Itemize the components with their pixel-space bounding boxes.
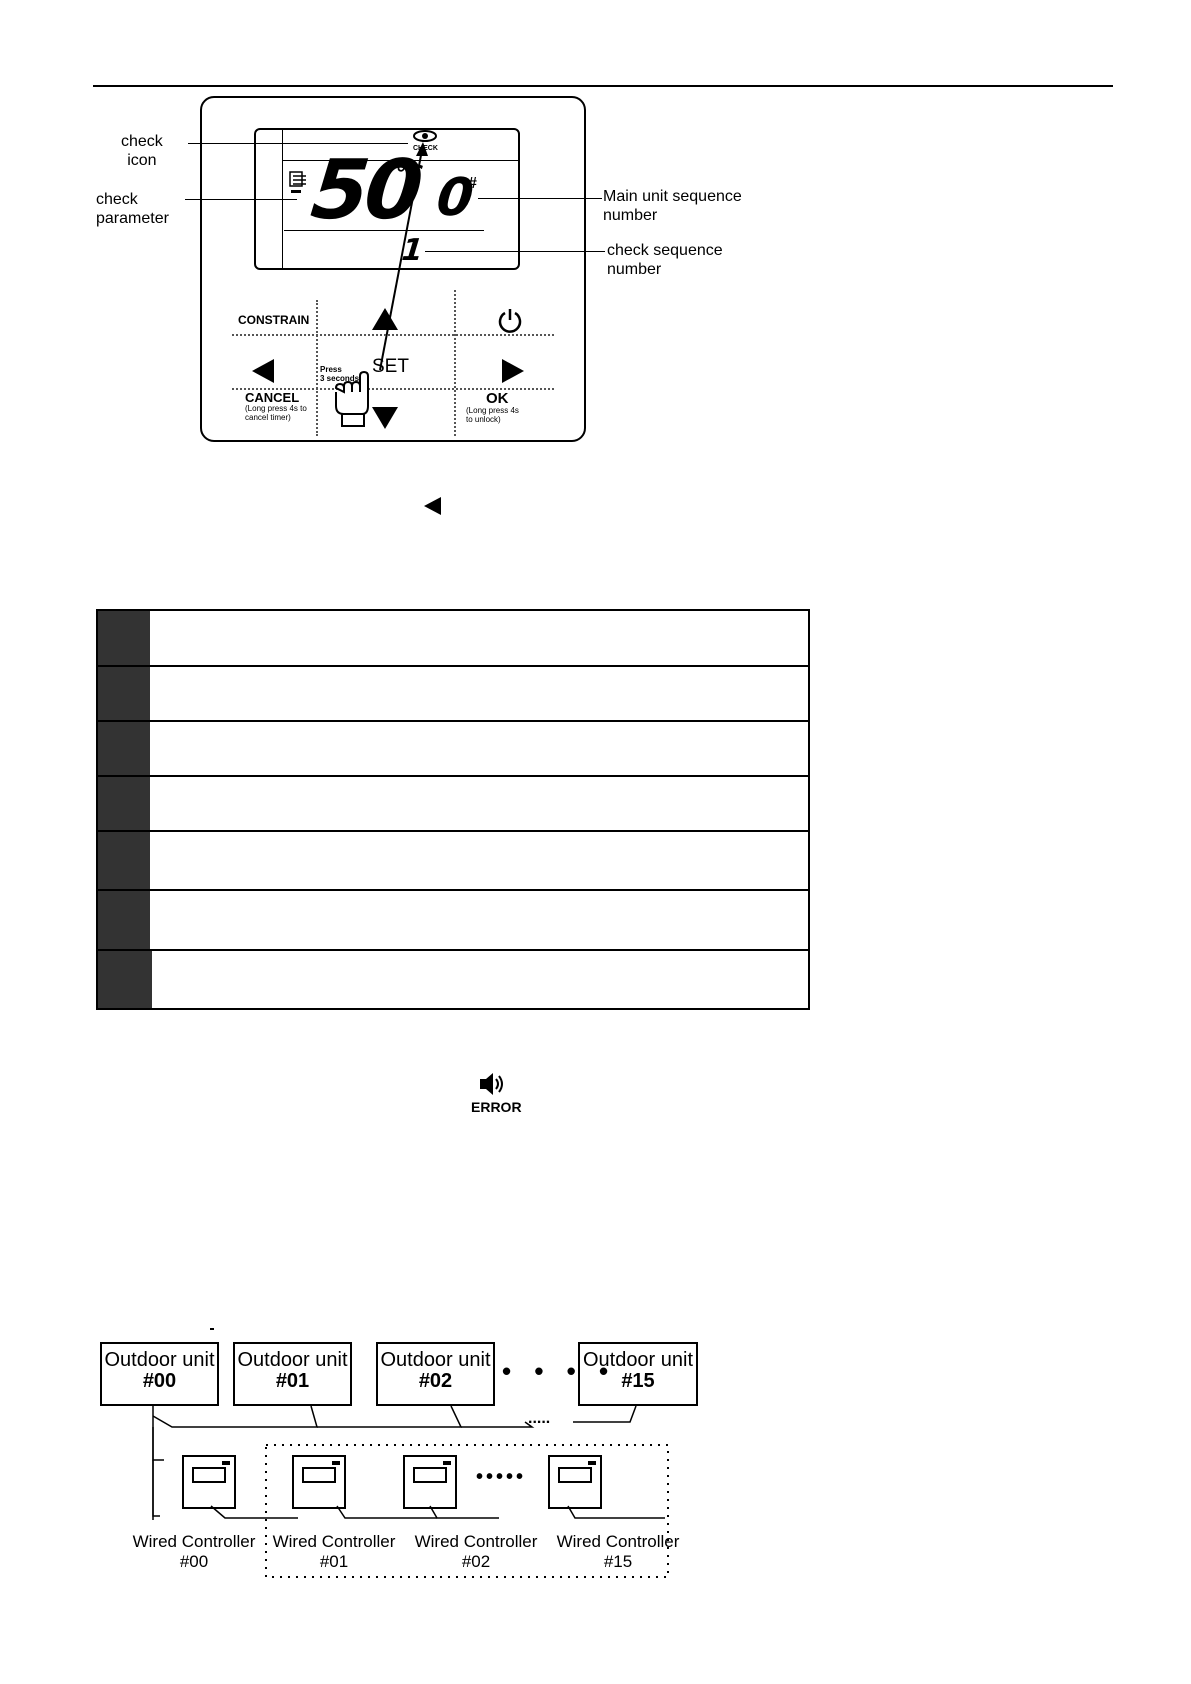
header-rule — [93, 85, 1113, 87]
callout-main-unit-sequence: Main unit sequence number — [603, 188, 742, 224]
parameter-icon — [289, 171, 306, 193]
callout-check-icon: check icon — [121, 133, 163, 169]
check-eye-icon — [413, 130, 437, 142]
ok-hint: (Long press 4s to unlock) — [466, 406, 519, 424]
wired-controller-02-label: Wired Controller #02 — [414, 1532, 538, 1571]
wired-controllers-ellipsis: ••••• — [476, 1466, 527, 1488]
ok-button[interactable]: OK — [486, 390, 509, 407]
network-wiring — [152, 1405, 669, 1578]
table-row — [98, 832, 808, 891]
wired-controller-00-label: Wired Controller #00 — [132, 1532, 256, 1571]
callout-check-parameter: check parameter — [96, 191, 169, 227]
left-arrow-glyph — [424, 497, 441, 515]
error-speaker-icon — [480, 1073, 503, 1095]
press-hint: Press 3 seconds — [320, 365, 360, 383]
bus-ellipsis: ..... — [528, 1410, 551, 1427]
outdoor-unit-00: Outdoor unit #00 — [100, 1342, 219, 1406]
cancel-hint: (Long press 4s to cancel timer) — [245, 404, 307, 422]
wired-controller-15-icon — [548, 1455, 602, 1509]
check-label: CHECK — [413, 145, 438, 152]
leader-line-check-parameter — [185, 199, 297, 200]
outdoor-unit-15: Outdoor unit #15 — [578, 1342, 698, 1406]
wired-controller-02-icon — [403, 1455, 457, 1509]
wired-controller-01-label: Wired Controller #01 — [272, 1532, 396, 1571]
error-label: ERROR — [471, 1099, 522, 1115]
pressing-finger-icon — [334, 370, 369, 427]
set-to-check-arrow — [379, 142, 428, 371]
leader-line-check-sequence — [425, 251, 605, 252]
leader-line-check-icon — [188, 143, 408, 144]
cancel-button[interactable]: CANCEL — [245, 390, 300, 405]
wired-controller-00-icon — [182, 1455, 236, 1509]
outdoor-unit-02: Outdoor unit #02 — [376, 1342, 495, 1406]
up-arrow-button[interactable] — [372, 308, 398, 330]
set-button[interactable]: SET — [372, 356, 409, 377]
parameter-table — [96, 609, 810, 1010]
outdoor-unit-01: Outdoor unit #01 — [233, 1342, 352, 1406]
controller-diagram: check icon check parameter Main unit seq… — [0, 0, 1191, 470]
outdoor-units-ellipsis: • • • • — [502, 1356, 617, 1386]
table-row — [98, 611, 808, 667]
table-row — [98, 777, 808, 832]
table-row — [98, 722, 808, 777]
wired-controller-01-icon — [292, 1455, 346, 1509]
table-row — [98, 891, 808, 951]
table-row — [98, 951, 808, 1008]
unit-number-suffix: # — [468, 175, 477, 192]
controller-panel — [200, 96, 586, 442]
power-button-icon[interactable] — [496, 306, 524, 334]
leader-line-main-unit — [478, 198, 602, 199]
callout-check-sequence: check sequence number — [607, 242, 723, 278]
network-diagram: Outdoor unit #00 Outdoor unit #01 Outdoo… — [0, 1320, 1191, 1580]
left-arrow-button[interactable] — [252, 359, 274, 383]
down-arrow-button[interactable] — [372, 407, 398, 429]
constrain-button[interactable]: CONSTRAIN — [238, 313, 310, 327]
lcd-screen — [254, 128, 520, 270]
wired-controller-15-label: Wired Controller #15 — [556, 1532, 680, 1571]
table-row — [98, 667, 808, 722]
right-arrow-button[interactable] — [502, 359, 524, 383]
